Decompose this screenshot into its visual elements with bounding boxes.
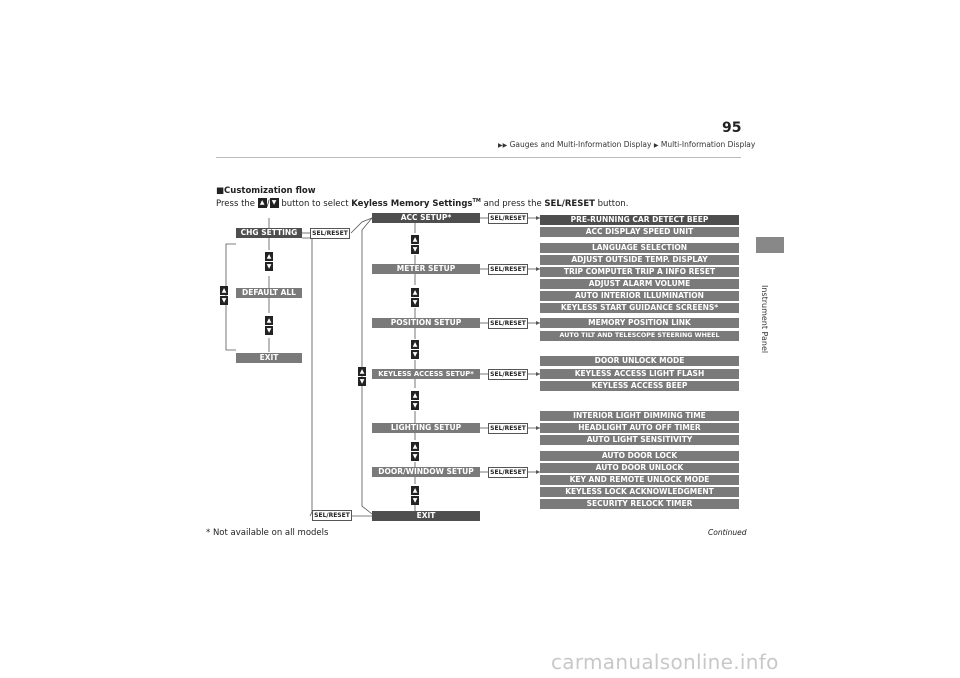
section-title: ■Customization flow bbox=[216, 186, 316, 196]
up-down-arrows-icon: ▲▼ bbox=[265, 252, 273, 272]
sel-reset-button[interactable]: SEL/RESET bbox=[488, 318, 528, 329]
sel-reset-button[interactable]: SEL/RESET bbox=[488, 369, 528, 380]
side-section-label: Instrument Panel bbox=[760, 285, 769, 354]
submenu-item[interactable]: ADJUST OUTSIDE TEMP. DISPLAY bbox=[540, 255, 739, 265]
up-arrow-icon: ▲ bbox=[411, 442, 419, 451]
submenu-item[interactable]: MEMORY POSITION LINK bbox=[540, 318, 739, 328]
up-arrow-icon: ▲ bbox=[411, 235, 419, 244]
down-arrow-icon: ▼ bbox=[220, 296, 228, 305]
sel-reset-button[interactable]: SEL/RESET bbox=[488, 264, 528, 275]
up-down-arrows-icon: ▲▼ bbox=[411, 391, 419, 411]
submenu-item[interactable]: SECURITY RELOCK TIMER bbox=[540, 499, 739, 509]
sel-reset-button[interactable]: SEL/RESET bbox=[310, 228, 350, 239]
lighting-setup-item[interactable]: LIGHTING SETUP bbox=[372, 423, 480, 433]
up-down-arrows-icon: ▲▼ bbox=[411, 340, 419, 360]
up-down-arrows-icon: ▲▼ bbox=[411, 235, 419, 255]
submenu-item[interactable]: AUTO INTERIOR ILLUMINATION bbox=[540, 291, 739, 301]
intro-end: button. bbox=[597, 198, 629, 209]
submenu-item[interactable]: KEYLESS ACCESS BEEP bbox=[540, 381, 739, 391]
up-down-arrows-icon: ▲▼ bbox=[411, 442, 419, 462]
submenu-item[interactable]: PRE-RUNNING CAR DETECT BEEP bbox=[540, 215, 739, 225]
submenu-item[interactable]: AUTO DOOR LOCK bbox=[540, 451, 739, 461]
continued-label: Continued bbox=[708, 528, 747, 537]
submenu-item[interactable]: AUTO TILT AND TELESCOPE STEERING WHEEL bbox=[540, 331, 739, 341]
down-arrow-icon: ▼ bbox=[411, 401, 419, 410]
intro-text: Press the ▲/▼ button to select Keyless M… bbox=[216, 198, 629, 209]
keyless-access-setup-item[interactable]: KEYLESS ACCESS SETUP* bbox=[372, 369, 480, 379]
intro-selreset: SEL/RESET bbox=[544, 198, 595, 209]
submenu-item[interactable]: KEY AND REMOTE UNLOCK MODE bbox=[540, 475, 739, 485]
side-tab-marker bbox=[756, 237, 784, 253]
page-number: 95 bbox=[722, 120, 742, 136]
up-down-arrows-icon: ▲▼ bbox=[411, 288, 419, 308]
up-arrow-icon: ▲ bbox=[411, 486, 419, 495]
intro-and: and press the bbox=[483, 198, 542, 209]
up-arrow-icon: ▲ bbox=[265, 316, 273, 325]
sel-reset-button[interactable]: SEL/RESET bbox=[488, 213, 528, 224]
submenu-item[interactable]: KEYLESS LOCK ACKNOWLEDGMENT bbox=[540, 487, 739, 497]
intro-tm: TM bbox=[472, 198, 481, 204]
breadcrumb-item[interactable]: Multi-Information Display bbox=[660, 140, 756, 149]
up-arrow-icon: ▲ bbox=[265, 252, 273, 261]
up-arrow-key-icon: ▲ bbox=[257, 198, 267, 209]
left-exit-item[interactable]: EXIT bbox=[236, 353, 302, 363]
down-arrow-icon: ▼ bbox=[411, 496, 419, 505]
down-arrow-icon: ▼ bbox=[265, 326, 273, 335]
acc-setup-item[interactable]: ACC SETUP* bbox=[372, 213, 480, 223]
up-arrow-icon: ▲ bbox=[220, 286, 228, 295]
sel-reset-button[interactable]: SEL/RESET bbox=[488, 467, 528, 478]
default-all-item[interactable]: DEFAULT ALL bbox=[236, 288, 302, 298]
up-down-arrows-icon: ▲▼ bbox=[220, 286, 228, 306]
breadcrumb: ▶▶ Gauges and Multi-Information Display … bbox=[498, 140, 755, 149]
footnote: * Not available on all models bbox=[206, 528, 329, 538]
intro-button-text: button to select bbox=[281, 198, 349, 209]
main-exit-item[interactable]: EXIT bbox=[372, 511, 480, 521]
meter-setup-item[interactable]: METER SETUP bbox=[372, 264, 480, 274]
intro-press: Press the bbox=[216, 198, 256, 209]
down-arrow-icon: ▼ bbox=[411, 298, 419, 307]
up-down-arrows-icon: ▲▼ bbox=[411, 486, 419, 506]
submenu-item[interactable]: DOOR UNLOCK MODE bbox=[540, 356, 739, 366]
header-divider bbox=[216, 157, 741, 158]
down-arrow-icon: ▼ bbox=[411, 350, 419, 359]
submenu-item[interactable]: KEYLESS START GUIDANCE SCREENS* bbox=[540, 303, 739, 313]
submenu-item[interactable]: LANGUAGE SELECTION bbox=[540, 243, 739, 253]
intro-target: Keyless Memory Settings bbox=[351, 198, 473, 209]
submenu-item[interactable]: AUTO DOOR UNLOCK bbox=[540, 463, 739, 473]
up-down-arrows-icon: ▲▼ bbox=[265, 316, 273, 336]
sel-reset-button[interactable]: SEL/RESET bbox=[488, 423, 528, 434]
submenu-item[interactable]: AUTO LIGHT SENSITIVITY bbox=[540, 435, 739, 445]
breadcrumb-arrow-icon: ▶ bbox=[653, 142, 659, 149]
up-arrow-icon: ▲ bbox=[358, 367, 366, 376]
watermark: carmanualsonline.info bbox=[551, 650, 779, 674]
breadcrumb-arrow-icon: ▶▶ bbox=[498, 142, 508, 149]
submenu-item[interactable]: INTERIOR LIGHT DIMMING TIME bbox=[540, 411, 739, 421]
breadcrumb-item[interactable]: Gauges and Multi-Information Display bbox=[509, 140, 652, 149]
submenu-item[interactable]: ADJUST ALARM VOLUME bbox=[540, 279, 739, 289]
submenu-item[interactable]: KEYLESS ACCESS LIGHT FLASH bbox=[540, 369, 739, 379]
sel-reset-button[interactable]: SEL/RESET bbox=[312, 510, 352, 521]
up-arrow-icon: ▲ bbox=[411, 288, 419, 297]
chg-setting-item[interactable]: CHG SETTING bbox=[236, 228, 302, 238]
position-setup-item[interactable]: POSITION SETUP bbox=[372, 318, 480, 328]
up-down-arrows-icon: ▲▼ bbox=[358, 367, 366, 387]
submenu-item[interactable]: HEADLIGHT AUTO OFF TIMER bbox=[540, 423, 739, 433]
down-arrow-icon: ▼ bbox=[411, 245, 419, 254]
down-arrow-icon: ▼ bbox=[358, 377, 366, 386]
submenu-item[interactable]: TRIP COMPUTER TRIP A INFO RESET bbox=[540, 267, 739, 277]
down-arrow-icon: ▼ bbox=[411, 452, 419, 461]
up-arrow-icon: ▲ bbox=[411, 391, 419, 400]
submenu-item[interactable]: ACC DISPLAY SPEED UNIT bbox=[540, 227, 739, 237]
down-arrow-icon: ▼ bbox=[265, 262, 273, 271]
down-arrow-key-icon: ▼ bbox=[269, 198, 279, 209]
door-window-setup-item[interactable]: DOOR/WINDOW SETUP bbox=[372, 467, 480, 477]
up-arrow-icon: ▲ bbox=[411, 340, 419, 349]
